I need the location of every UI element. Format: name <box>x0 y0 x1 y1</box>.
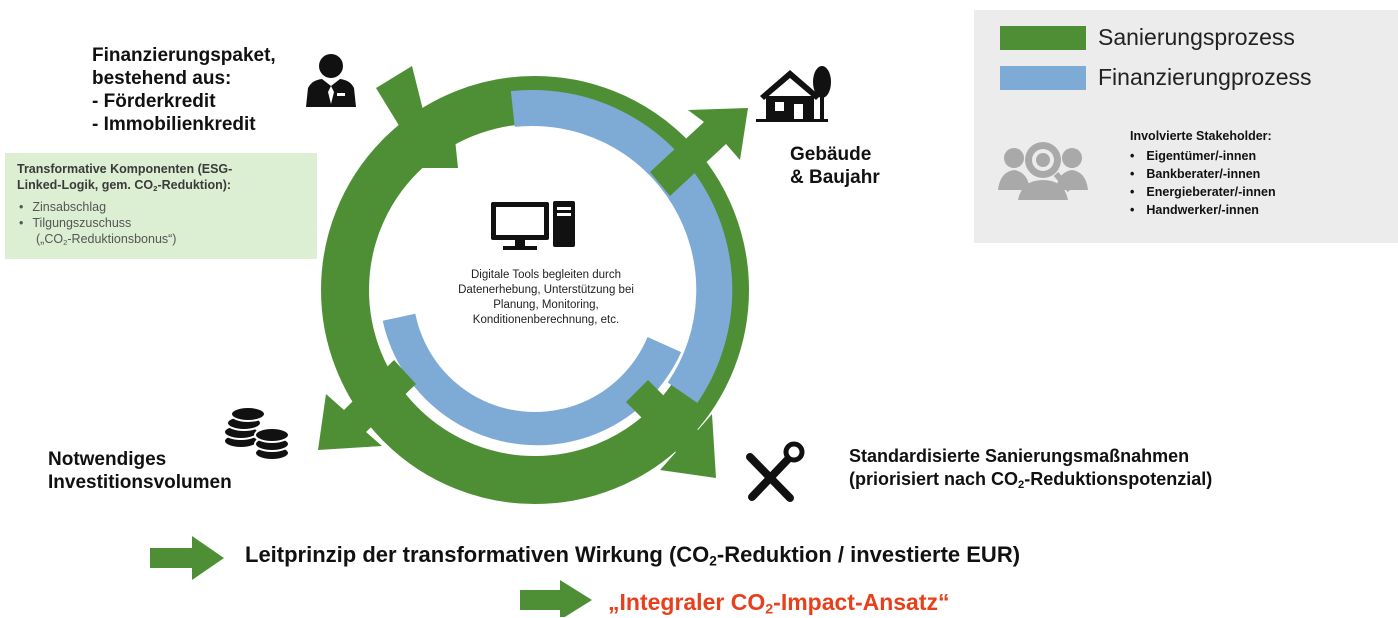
guiding-principle-text: Leitprinzip der transformativen Wirkung … <box>245 542 1021 569</box>
center-line-1: Digitale Tools begleiten durch <box>470 269 622 281</box>
measures-label: Standardisierte Sanierungsmaßnahmen (pri… <box>849 445 1212 497</box>
legend-label-renovation: Sanierungsprozess <box>1098 24 1295 50</box>
financing-line-3: - Förderkredit <box>92 91 216 112</box>
coins-icon <box>223 406 290 461</box>
financing-process-arc <box>510 89 733 403</box>
stakeholder-title: Involvierte Stakeholder: <box>1130 129 1272 143</box>
digital-tools-text: Digitale Tools begleiten durch Datenerhe… <box>428 268 664 328</box>
arrow-bottom-left <box>318 360 416 450</box>
financing-line-1: Finanzierungspaket, <box>92 45 276 66</box>
tools-icon <box>746 441 805 502</box>
center-line-3: Planung, Monitoring, <box>493 299 599 311</box>
integral-approach-text: „Integraler CO2-Impact-Ansatz“ <box>608 589 950 618</box>
legend-label-financing: Finanzierungprozess <box>1098 64 1312 90</box>
investment-line-1: Notwendiges <box>48 449 167 470</box>
ring-arrows <box>318 66 748 478</box>
transformative-list: Zinsabschlag Tilgungszuschuss („CO2-Redu… <box>19 199 176 251</box>
transformative-item-2-cont: („CO2-Reduktionsbonus“) <box>36 232 177 247</box>
legend-swatch-financing <box>1000 66 1086 90</box>
inner-circle <box>413 168 657 412</box>
arrow-top-right <box>650 108 748 196</box>
financing-package-text: Finanzierungspaket, bestehend aus: - För… <box>92 44 276 136</box>
stakeholder-item-3: Energieberater/-innen <box>1130 183 1275 201</box>
building-label: Gebäude & Baujahr <box>790 143 880 189</box>
measures-line-2: (priorisiert nach CO2-Reduktionspotenzia… <box>849 469 1213 491</box>
businessman-icon <box>306 54 356 107</box>
investment-label: Notwendiges Investitionsvolumen <box>48 448 232 494</box>
financing-line-2: bestehend aus: <box>92 68 232 89</box>
center-line-4: Konditionenberechnung, etc. <box>472 314 620 326</box>
transformative-title: Transformative Komponenten (ESG- Linked-… <box>17 161 232 197</box>
stakeholder-list: Eigentümer/-innen Bankberater/-innen Ene… <box>1130 147 1276 219</box>
approach-arrow <box>520 580 592 617</box>
measures-line-1: Standardisierte Sanierungsmaßnahmen <box>849 446 1190 466</box>
principle-arrow <box>150 536 224 580</box>
transformative-title-line-2: Linked-Logik, gem. CO2-Reduktion): <box>17 178 232 193</box>
arrow-top-left <box>376 66 458 168</box>
arrow-bottom-right <box>626 380 716 478</box>
investment-line-2: Investitionsvolumen <box>48 472 232 493</box>
center-line-2: Datenerhebung, Unterstützung bei <box>458 284 634 296</box>
stakeholders-icon <box>998 142 1088 200</box>
house-icon <box>756 66 831 122</box>
legend-swatch-renovation <box>1000 26 1086 50</box>
building-line-1: Gebäude <box>790 144 872 165</box>
stakeholder-item-4: Handwerker/-innen <box>1130 201 1276 219</box>
transformative-title-line-1: Transformative Komponenten (ESG- <box>17 162 233 176</box>
transformative-item-1: Zinsabschlag <box>19 199 176 215</box>
stakeholder-item-2: Bankberater/-innen <box>1130 165 1276 183</box>
transformative-components-box: Transformative Komponenten (ESG- Linked-… <box>5 153 317 259</box>
transformative-item-2: Tilgungszuschuss <box>19 215 176 231</box>
building-line-2: & Baujahr <box>790 167 880 188</box>
financing-process-arc-lower <box>382 306 682 446</box>
financing-line-4: - Immobilienkredit <box>92 114 256 135</box>
stakeholder-item-1: Eigentümer/-innen <box>1130 147 1276 165</box>
computer-icon <box>491 201 575 250</box>
legend-panel: Sanierungsprozess Finanzierungprozess In… <box>974 10 1398 243</box>
